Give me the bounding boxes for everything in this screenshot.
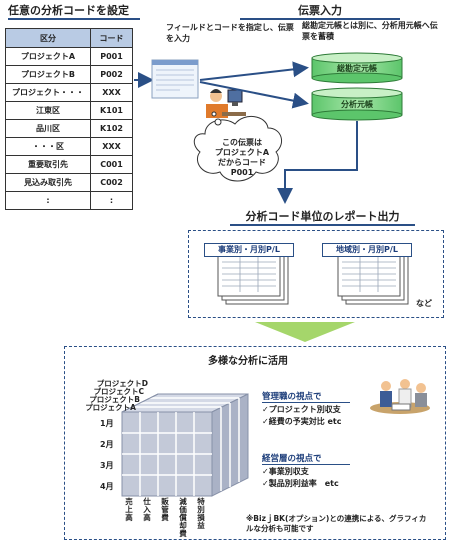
left-title: 任意の分析コードを設定 xyxy=(8,2,140,20)
thought-cloud xyxy=(193,111,283,182)
depth-label-a: プロジェクトA xyxy=(85,403,136,412)
big-down-arrow xyxy=(255,322,355,342)
col-label-depreciation: 減価償却費 xyxy=(179,497,187,538)
code-cell: : xyxy=(90,191,133,210)
report-box xyxy=(188,230,444,318)
analysis-title: 多様な分析に活用 xyxy=(208,356,288,367)
general-ledger-label: 総勘定元帳 xyxy=(337,64,377,73)
cloud-line-3: だからコード xyxy=(218,158,266,167)
cloud-line-4: P001 xyxy=(230,168,254,177)
exec-item-1: ✓事業別収支 xyxy=(262,467,309,476)
cloud-line-2: プロジェクトA xyxy=(214,148,270,157)
report-etc: など xyxy=(416,299,432,308)
footnote: ※BizｊBK(オプション)との連携による、グラフィカ ルな分析も可能です xyxy=(246,514,442,534)
col-label-extraordinary: 特別損益 xyxy=(197,497,205,530)
depth-label-d: プロジェクトD xyxy=(96,379,148,388)
month-4: 4月 xyxy=(100,482,114,491)
analysis-ledger-label: 分析元帳 xyxy=(341,100,373,109)
month-2: 2月 xyxy=(100,440,114,449)
analysis-ledger-cylinder xyxy=(311,87,403,121)
cube-depth-labels: プロジェクトD プロジェクトC プロジェクトB プロジェクトA xyxy=(70,380,148,412)
exec-item-2: ✓製品別利益率 etc xyxy=(262,479,339,488)
mgmt-item-2: ✓経費の予実対比 etc xyxy=(262,417,342,426)
entry-note-2: 総勘定元帳とは別に、分析用元帳へ伝票を蓄積 xyxy=(302,21,438,41)
report-title: 分析コード単位のレポート出力 xyxy=(230,208,415,226)
cloud-line-1: この伝票は xyxy=(222,138,262,147)
footnote-line-1: ※BizｊBK(オプション)との連携による、グラフィカ xyxy=(246,514,427,523)
footnote-line-2: ルな分析も可能です xyxy=(246,524,314,533)
month-3: 3月 xyxy=(100,461,114,470)
arrow-to-report xyxy=(277,121,358,204)
col-label-purchases: 仕入高 xyxy=(143,497,151,522)
col-header-code: コード xyxy=(90,28,133,48)
depth-label-c: プロジェクトC xyxy=(93,387,144,396)
arrow-to-general-ledger xyxy=(199,61,309,81)
table-row: :: xyxy=(5,191,133,210)
general-ledger-cylinder xyxy=(311,52,403,84)
mgmt-item-1: ✓プロジェクト別収支 xyxy=(262,405,341,414)
month-1: 1月 xyxy=(100,419,114,428)
analysis-box xyxy=(64,346,446,540)
col-label-sales: 売上高 xyxy=(125,497,133,522)
exec-list: ✓事業別収支 ✓製品別利益率 etc xyxy=(262,466,339,490)
meeting-illustration-icon xyxy=(370,379,430,414)
cloud-text: この伝票は プロジェクトA だからコード P001 xyxy=(202,138,282,178)
mgmt-list: ✓プロジェクト別収支 ✓経費の予実対比 etc xyxy=(262,404,341,428)
exec-title: 経営層の視点で xyxy=(262,452,350,465)
report-stack-2 xyxy=(337,247,409,305)
data-cube xyxy=(121,393,249,497)
report-label-1: 事業別・月別P/L xyxy=(204,243,294,257)
entry-note-1: フィールドとコードを指定し、伝票を入力 xyxy=(166,23,294,43)
entry-title: 伝票入力 xyxy=(240,2,400,20)
person-at-computer-icon xyxy=(206,89,246,118)
report-label-2: 地域別・月別P/L xyxy=(322,243,412,257)
entry-form-icon xyxy=(151,59,199,99)
mgmt-title: 管理職の視点で xyxy=(262,390,350,403)
category-cell: : xyxy=(5,191,91,210)
arrow-to-analysis-ledger xyxy=(199,81,309,109)
depth-label-b: プロジェクトB xyxy=(89,395,140,404)
col-label-sga: 販管費 xyxy=(161,497,169,522)
